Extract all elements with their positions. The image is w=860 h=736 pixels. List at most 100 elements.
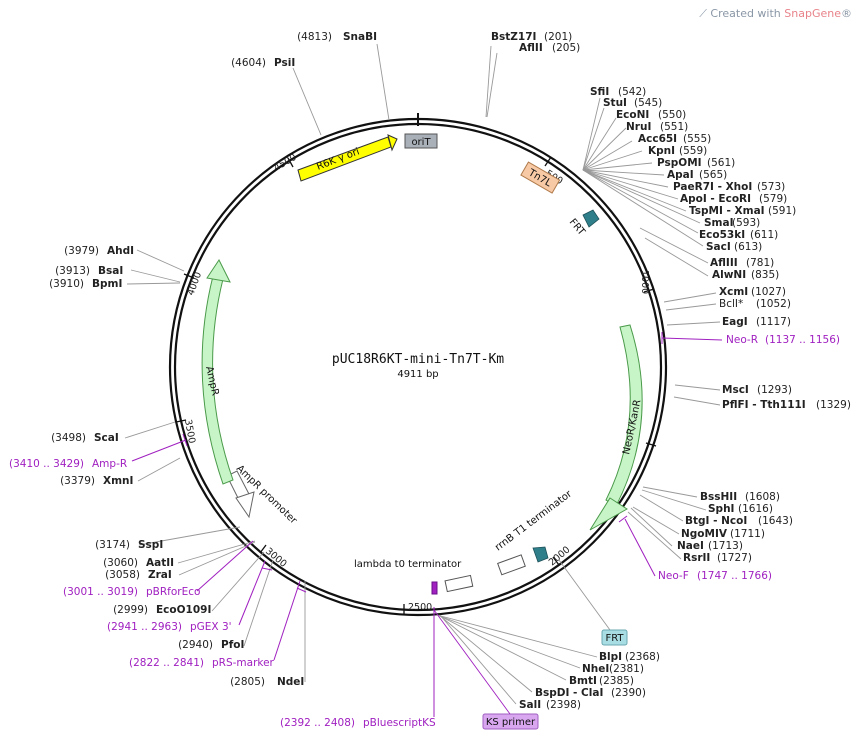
svg-text:(3910): (3910)	[49, 278, 84, 290]
site-label[interactable]: BtgI - NcoI(1643)	[685, 515, 793, 527]
site-label[interactable]: TspMI - XmaI(591)	[689, 205, 796, 217]
svg-text:(542): (542)	[618, 86, 646, 98]
site-label[interactable]: (3379)XmnI	[60, 475, 133, 487]
primer-leaders	[131, 332, 723, 717]
site-labels: BstZ17I(201) AflII(205) (4813)SnaBI (460…	[49, 31, 851, 711]
site-label[interactable]: NruI(551)	[626, 121, 688, 133]
svg-text:(2385): (2385)	[599, 675, 634, 687]
feature-frt-2[interactable]	[532, 546, 549, 563]
site-label[interactable]: (3058)ZraI	[105, 569, 172, 581]
feature-neor-kanr[interactable]: NeoR/KanR	[589, 324, 644, 531]
site-label[interactable]: Eco53kI(611)	[699, 229, 778, 241]
site-label[interactable]: AflIII(781)	[710, 257, 774, 269]
site-label[interactable]: PaeR7I - XhoI(573)	[673, 181, 785, 193]
primer-label-neo-f[interactable]: Neo-F(1747 .. 1766)	[658, 570, 772, 582]
svg-text:(611): (611)	[750, 229, 778, 241]
site-label[interactable]: (3910) BpmI	[49, 278, 122, 290]
site-label[interactable]: BlpI(2368)	[599, 651, 660, 663]
feature-ampr[interactable]: AmpR	[201, 259, 234, 485]
site-label[interactable]: (2805) NdeI	[230, 676, 304, 688]
site-label[interactable]: NgoMIV(1711)	[681, 528, 765, 540]
svg-text:PfoI: PfoI	[221, 639, 244, 651]
site-label[interactable]: BclI*(1052)	[719, 298, 791, 310]
svg-text:(555): (555)	[683, 133, 711, 145]
site-label[interactable]: SfiI(542)	[590, 86, 646, 98]
svg-text:(1027): (1027)	[751, 286, 786, 298]
svg-text:(2999): (2999)	[113, 604, 148, 616]
svg-text:NdeI: NdeI	[277, 676, 304, 688]
feature-orit[interactable]: oriT	[404, 133, 438, 149]
svg-text:(551): (551)	[660, 121, 688, 133]
site-label[interactable]: ApaI(565)	[667, 169, 727, 181]
site-label[interactable]: BssHII(1608)	[700, 491, 780, 503]
site-label[interactable]: BmtI(2385)	[569, 675, 634, 687]
svg-text:(1713): (1713)	[708, 540, 743, 552]
svg-text:(3498): (3498)	[51, 432, 86, 444]
site-label[interactable]: MscI(1293)	[722, 384, 792, 396]
frt-box-label[interactable]: FRT	[601, 629, 628, 646]
site-label[interactable]: EcoNI(550)	[616, 109, 686, 121]
feature-ampr-promoter[interactable]: AmpR promoter	[226, 463, 299, 527]
site-label[interactable]: Acc65I(555)	[638, 133, 711, 145]
feature-frt-1[interactable]: FRT	[567, 209, 600, 238]
svg-text:NgoMIV: NgoMIV	[681, 528, 728, 540]
svg-text:XmnI: XmnI	[103, 475, 133, 487]
site-label[interactable]: KpnI(559)	[648, 145, 707, 157]
tick-4500: 4500	[272, 152, 298, 174]
svg-text:(1643): (1643)	[758, 515, 793, 527]
svg-text:(1727): (1727)	[717, 552, 752, 564]
svg-text:EagI: EagI	[722, 316, 748, 328]
site-label[interactable]: PflFI - Tth111I(1329)	[722, 399, 851, 411]
site-label[interactable]: SacI(613)	[706, 241, 762, 253]
primer-label-amp-r[interactable]: (3410 .. 3429)Amp-R	[9, 458, 127, 470]
svg-text:EcoO109I: EcoO109I	[156, 604, 211, 616]
primer-label-prs-marker[interactable]: (2822 .. 2841)pRS-marker	[129, 657, 275, 669]
primer-label-pbluescriptks[interactable]: (2392 .. 2408)pBluescriptKS	[280, 717, 436, 729]
site-label[interactable]: (3498)ScaI	[51, 432, 119, 444]
site-label[interactable]: StuI(545)	[603, 97, 662, 109]
feature-lambda-t0-terminator[interactable]: lambda t0 terminator	[354, 559, 474, 593]
site-label[interactable]: (3060)AatII	[103, 557, 174, 569]
site-label[interactable]: BstZ17I(201)	[491, 31, 572, 43]
site-label[interactable]: NheI(2381)	[582, 663, 644, 675]
site-label[interactable]: XcmI(1027)	[719, 286, 786, 298]
site-label[interactable]: (2999) EcoO109I	[113, 604, 211, 616]
site-label[interactable]: BspDI - ClaI(2390)	[535, 687, 646, 699]
tick-1000: 1000	[639, 270, 655, 294]
site-label[interactable]: (3979)AhdI	[64, 245, 134, 257]
site-label[interactable]: SmaI(593)	[704, 217, 760, 229]
svg-text:BpmI: BpmI	[92, 278, 122, 290]
svg-text:pRS-marker: pRS-marker	[212, 657, 275, 669]
site-label[interactable]: (4813)SnaBI	[297, 31, 377, 43]
site-label[interactable]: AflII(205)	[519, 42, 580, 54]
site-label[interactable]: SalI(2398)	[519, 699, 581, 711]
ks-primer-box[interactable]: KS primer	[482, 713, 539, 730]
svg-text:(3913): (3913)	[55, 265, 90, 277]
svg-text:(2392 .. 2408): (2392 .. 2408)	[280, 717, 355, 729]
site-label[interactable]: (3174)SspI	[95, 539, 163, 551]
primer-label-neo-r[interactable]: Neo-R(1137 .. 1156)	[726, 334, 840, 346]
svg-text:(201): (201)	[544, 31, 572, 43]
primer-label-pbrforeco[interactable]: (3001 .. 3019)pBRforEco	[63, 586, 200, 598]
svg-text:AatII: AatII	[146, 557, 174, 569]
site-label[interactable]: AlwNI(835)	[712, 269, 779, 281]
site-label[interactable]: ApoI - EcoRI(579)	[680, 193, 787, 205]
site-label[interactable]: SphI(1616)	[708, 503, 773, 515]
site-label[interactable]: PspOMI(561)	[657, 157, 735, 169]
svg-text:AlwNI: AlwNI	[712, 269, 746, 281]
svg-text:(2805): (2805)	[230, 676, 265, 688]
svg-text:SacI: SacI	[706, 241, 731, 253]
svg-text:(2390): (2390)	[611, 687, 646, 699]
site-label[interactable]: (3913)BsaI	[55, 265, 123, 277]
site-label[interactable]: (4604)PsiI	[231, 57, 295, 69]
primer-label-pgex3[interactable]: (2941 .. 2963)pGEX 3'	[107, 621, 232, 633]
site-label[interactable]: NaeI(1713)	[677, 540, 743, 552]
svg-text:EcoNI: EcoNI	[616, 109, 649, 121]
site-label[interactable]: RsrII(1727)	[683, 552, 752, 564]
site-label[interactable]: EagI(1117)	[722, 316, 791, 328]
svg-text:2500: 2500	[408, 602, 432, 613]
site-label[interactable]: (2940)PfoI	[178, 639, 244, 651]
svg-text:ZraI: ZraI	[148, 569, 172, 581]
svg-text:MscI: MscI	[722, 384, 749, 396]
